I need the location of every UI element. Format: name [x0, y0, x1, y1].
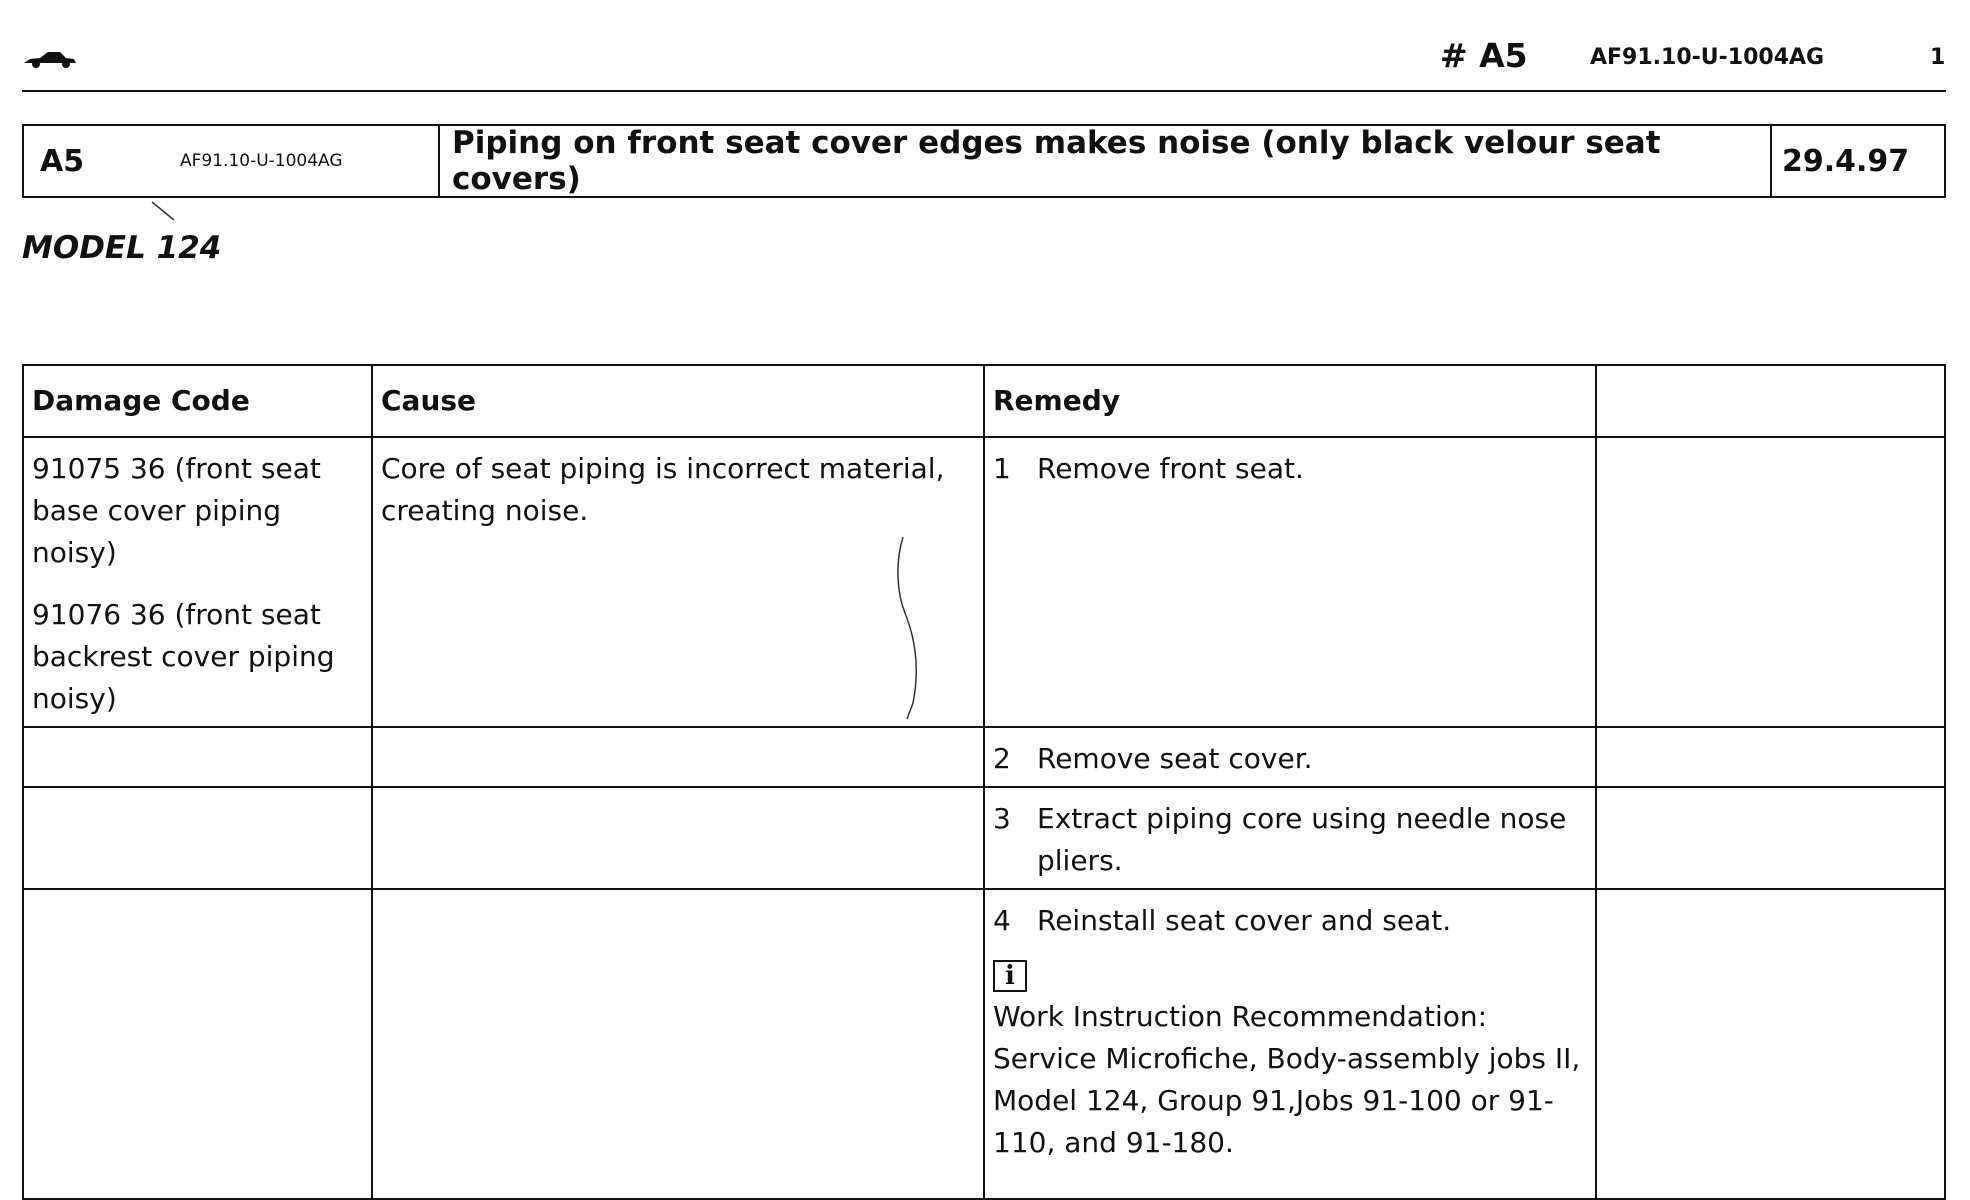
empty-cell [22, 726, 373, 788]
table-row: 91075 36 (front seat base cover piping n… [22, 436, 1946, 728]
header-cause: Cause [371, 364, 985, 438]
remedy-step: 4 Reinstall seat cover and seat. [993, 900, 1587, 942]
document-title: Piping on front seat cover edges makes n… [440, 125, 1772, 197]
damage-code-entry: 91076 36 (front seat backrest cover pipi… [32, 598, 335, 715]
damage-code-entry: 91075 36 (front seat base cover piping n… [32, 452, 321, 569]
empty-cell [1595, 436, 1946, 728]
page-number: 1 [1930, 45, 1946, 70]
remedy-cell: 3 Extract piping core using needle nose … [983, 786, 1597, 890]
step-number: 3 [993, 802, 1011, 835]
table-row: 4 Reinstall seat cover and seat. i Work … [22, 888, 1946, 1200]
step-number: 4 [993, 904, 1011, 937]
empty-cell [1595, 786, 1946, 890]
header-blank [1595, 364, 1946, 438]
remedy-cell: 2 Remove seat cover. [983, 726, 1597, 788]
empty-cell [371, 888, 985, 1200]
document-date: 29.4.97 [1782, 143, 1910, 179]
info-icon: i [993, 960, 1027, 992]
remedy-cell: 4 Reinstall seat cover and seat. i Work … [983, 888, 1597, 1200]
step-text: Reinstall seat cover and seat. [1037, 904, 1452, 937]
header-reference: AF91.10-U-1004AG [1590, 45, 1825, 70]
title-box-code-cell: A5 AF91.10-U-1004AG [24, 126, 440, 196]
empty-cell [22, 888, 373, 1200]
header-remedy: Remedy [983, 364, 1597, 438]
step-number: 2 [993, 742, 1011, 775]
empty-cell [22, 786, 373, 890]
header-damage-code: Damage Code [22, 364, 373, 438]
step-number: 1 [993, 452, 1011, 485]
scan-mark-decoration [897, 536, 917, 720]
step-text: Remove front seat. [1037, 452, 1304, 485]
repair-table: Damage Code Cause Remedy 91075 36 (front… [22, 364, 1946, 1200]
empty-cell [1595, 888, 1946, 1200]
remedy-step: 2 Remove seat cover. [993, 738, 1587, 780]
scan-mark-decoration [151, 201, 175, 221]
header-rule [22, 90, 1946, 92]
work-instruction-note: Work Instruction Recommendation: Service… [993, 1000, 1581, 1159]
remedy-cell: 1 Remove front seat. [983, 436, 1597, 728]
table-row: 2 Remove seat cover. [22, 726, 1946, 788]
empty-cell [371, 726, 985, 788]
table-header-row: Damage Code Cause Remedy [22, 364, 1946, 438]
title-box-code: A5 [40, 143, 85, 179]
model-label: MODEL 124 [22, 230, 222, 266]
header-doc-code: # A5 [1440, 36, 1528, 75]
remedy-step: 1 Remove front seat. [993, 448, 1587, 490]
table-row: 3 Extract piping core using needle nose … [22, 786, 1946, 890]
cause-text: Core of seat piping is incorrect materia… [381, 452, 945, 527]
damage-code-cell: 91075 36 (front seat base cover piping n… [22, 436, 373, 728]
title-box: A5 AF91.10-U-1004AG Piping on front seat… [22, 124, 1946, 198]
step-text: Remove seat cover. [1037, 742, 1313, 775]
car-icon [24, 52, 76, 68]
empty-cell [371, 786, 985, 890]
title-box-reference: AF91.10-U-1004AG [180, 151, 343, 171]
step-text: Extract piping core using needle nose pl… [1037, 802, 1567, 877]
cause-cell: Core of seat piping is incorrect materia… [371, 436, 985, 728]
remedy-step: 3 Extract piping core using needle nose … [993, 798, 1587, 882]
empty-cell [1595, 726, 1946, 788]
